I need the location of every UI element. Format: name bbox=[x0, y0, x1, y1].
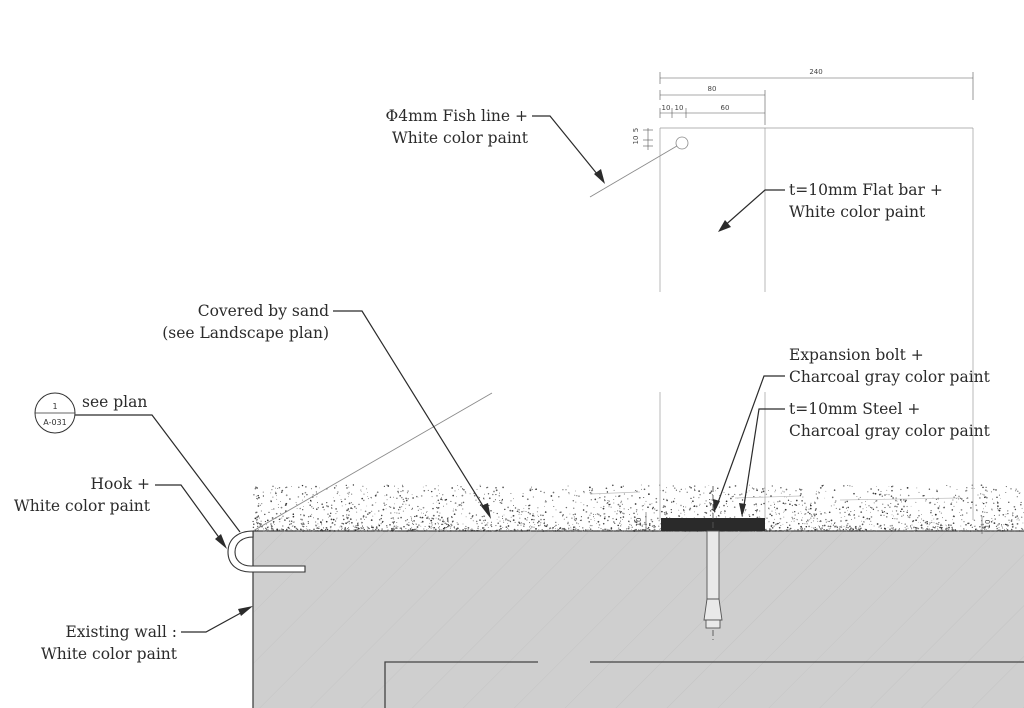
dim-plate-left: 10 bbox=[635, 518, 643, 527]
dim-plate-right: 10 bbox=[984, 520, 992, 529]
dim-bar-width: 80 bbox=[708, 85, 717, 93]
dim-d3: 60 bbox=[721, 104, 730, 112]
hook bbox=[227, 530, 306, 573]
dim-v2: 5 bbox=[632, 128, 640, 132]
label-fish-line-2: White color paint bbox=[392, 129, 529, 147]
section-reference[interactable]: 1 A-031 bbox=[34, 392, 76, 434]
label-wall-2: White color paint bbox=[41, 645, 178, 663]
fish-line-upper bbox=[589, 142, 683, 198]
fish-line-hole bbox=[675, 136, 689, 150]
label-steel-2: Charcoal gray color paint bbox=[789, 422, 991, 440]
existing-wall bbox=[252, 530, 1024, 708]
flat-bar bbox=[659, 127, 974, 520]
dim-v1: 10 bbox=[632, 136, 640, 145]
leaders bbox=[74, 115, 785, 633]
dim-d1: 10 bbox=[662, 104, 671, 112]
label-hook-1: Hook + bbox=[91, 475, 151, 493]
dimension-lines bbox=[643, 72, 983, 534]
label-hook-2: White color paint bbox=[14, 497, 151, 515]
label-bolt-2: Charcoal gray color paint bbox=[789, 368, 991, 386]
label-fish-line-1: Φ4mm Fish line + bbox=[386, 107, 528, 125]
section-ref-number: 1 bbox=[52, 402, 57, 411]
label-bolt-1: Expansion bolt + bbox=[789, 346, 924, 364]
label-see-plan[interactable]: see plan bbox=[82, 393, 147, 411]
section-ref-sheet: A-031 bbox=[43, 418, 66, 427]
label-steel-1: t=10mm Steel + bbox=[789, 400, 920, 418]
dim-overall: 240 bbox=[809, 68, 822, 76]
expansion-bolt bbox=[703, 486, 723, 640]
dim-d2: 10 bbox=[675, 104, 684, 112]
label-sand-2: (see Landscape plan) bbox=[162, 324, 329, 342]
sand-guides bbox=[589, 491, 961, 501]
fish-line bbox=[252, 392, 493, 532]
label-flat-bar-1: t=10mm Flat bar + bbox=[789, 181, 943, 199]
label-sand-1: Covered by sand bbox=[198, 302, 329, 320]
label-wall-1: Existing wall : bbox=[65, 623, 177, 641]
label-flat-bar-2: White color paint bbox=[789, 203, 926, 221]
